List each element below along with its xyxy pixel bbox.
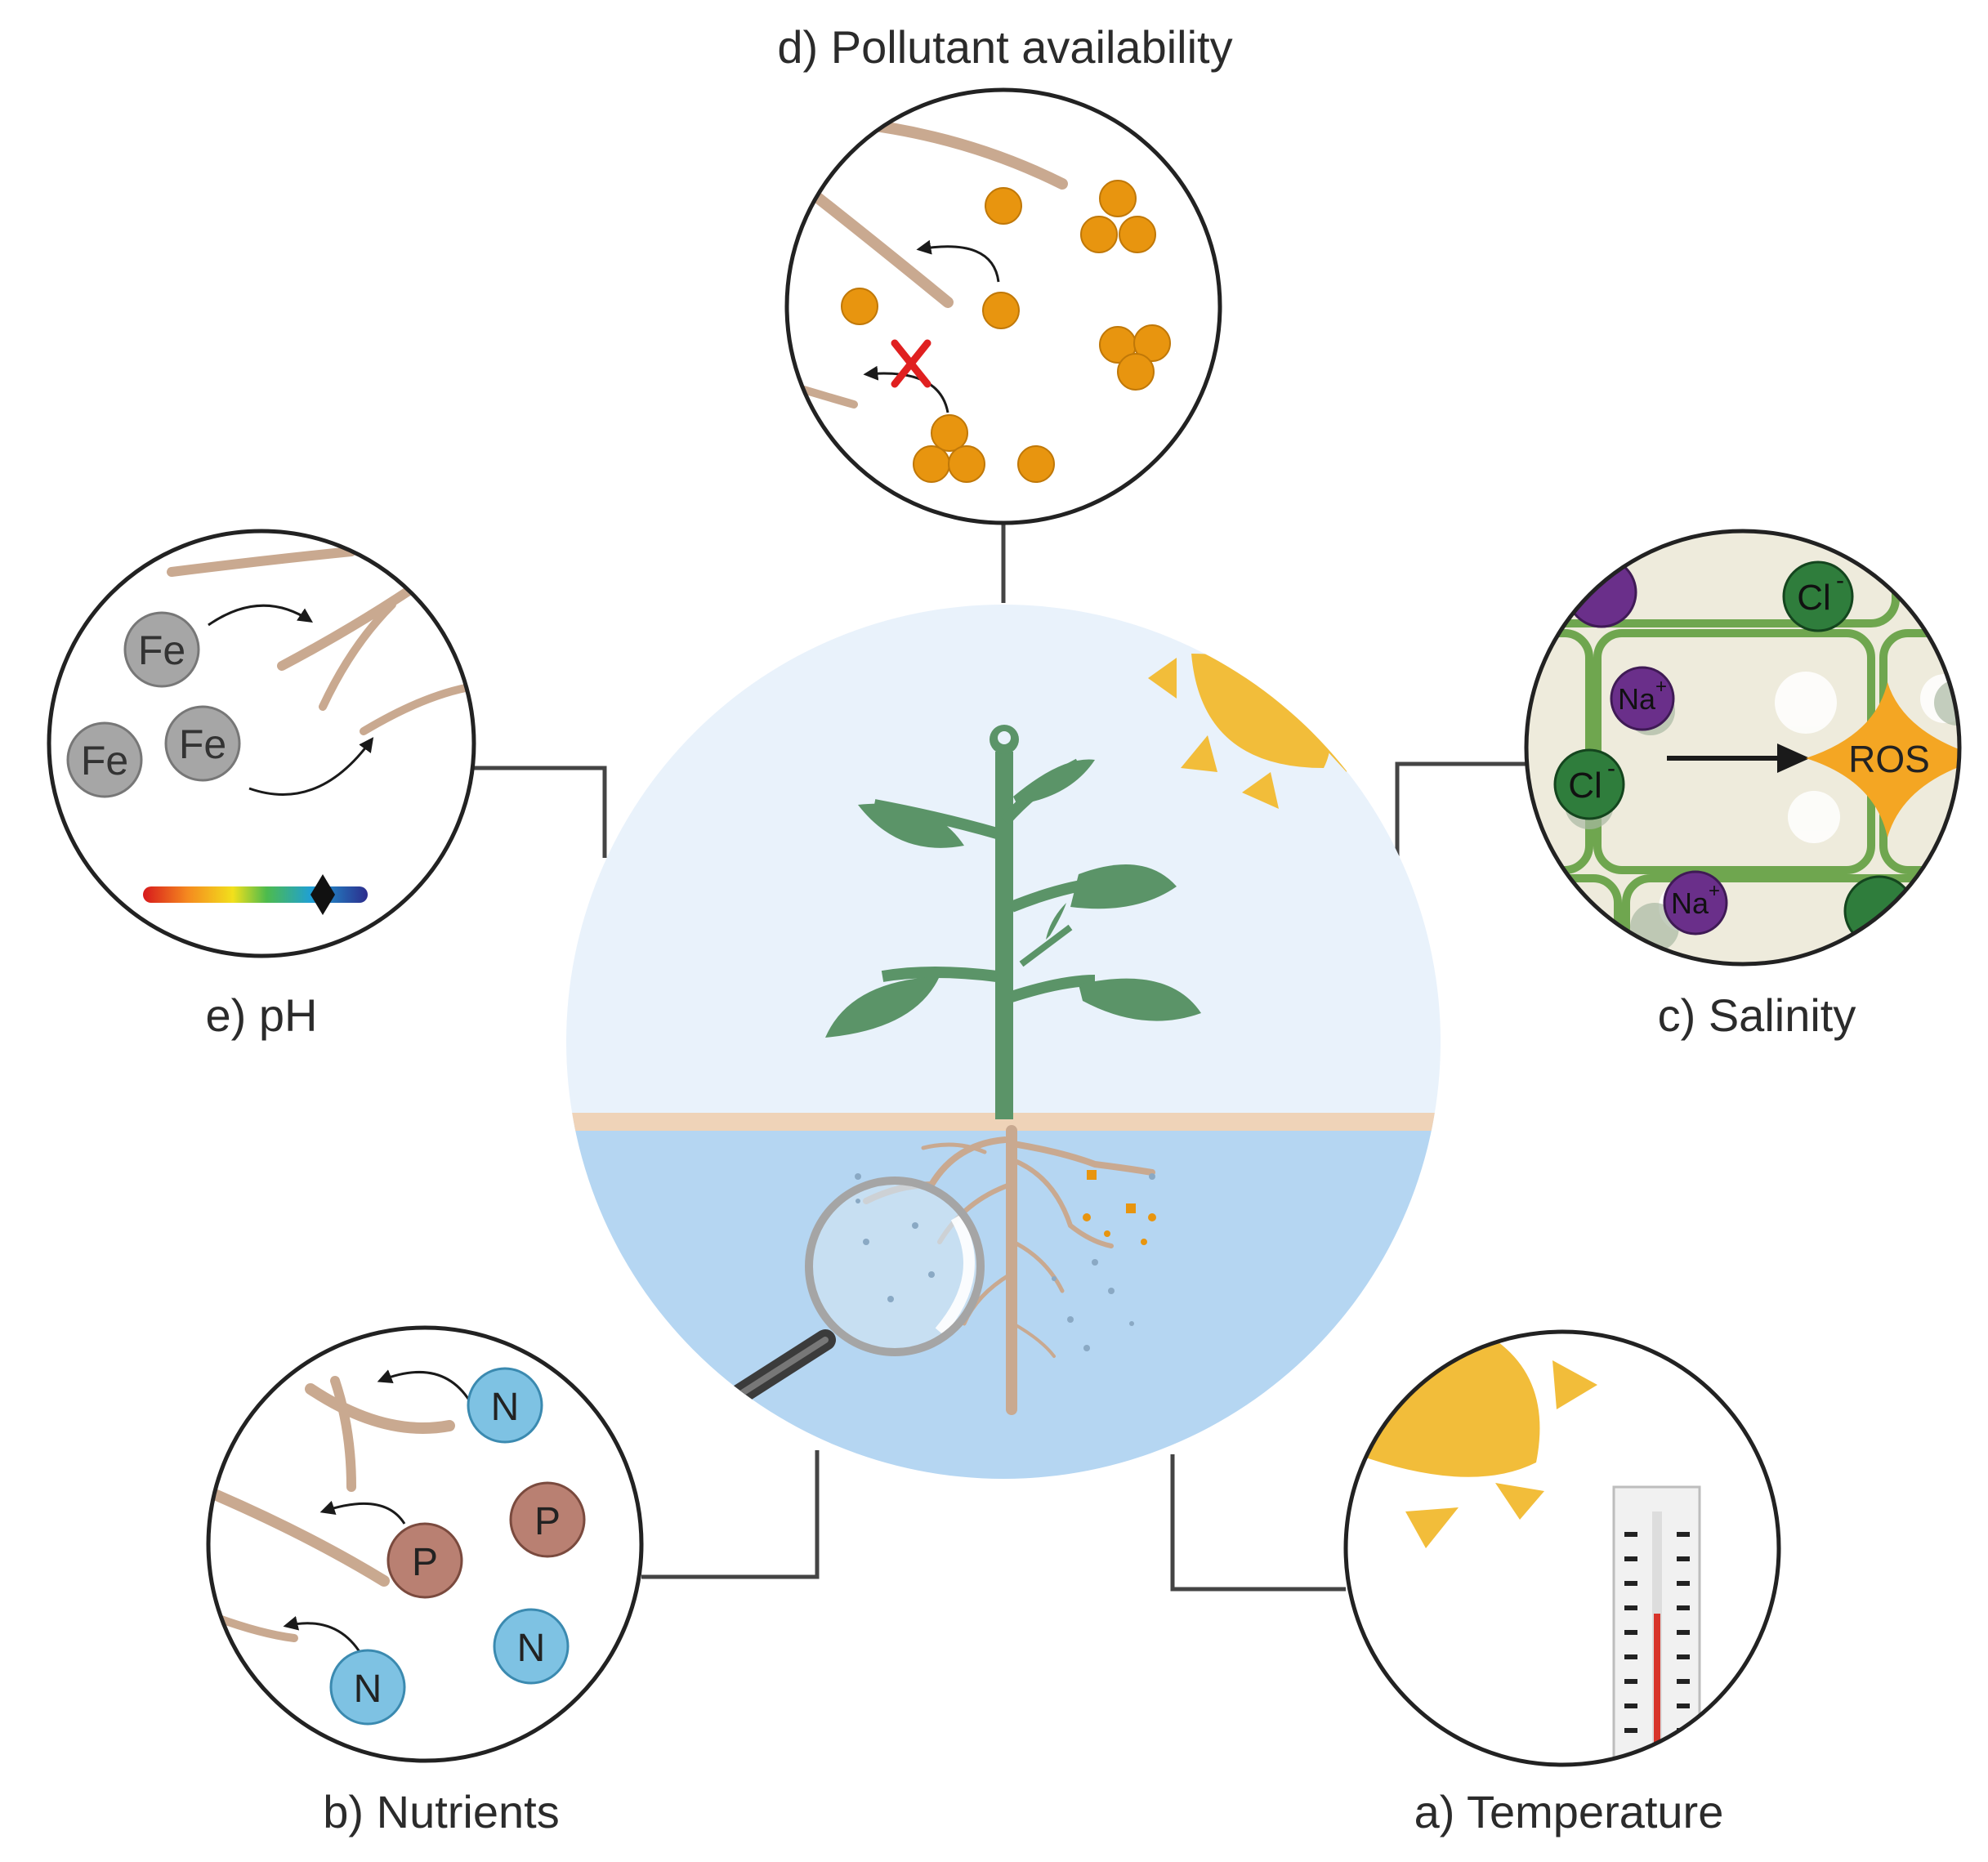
plant-icon [825, 725, 1201, 1119]
fe-ions: Fe Fe Fe [66, 611, 241, 798]
cl-ion-charge: - [1836, 567, 1844, 594]
phosphorus-label: P [412, 1541, 438, 1584]
nitrogen-ions: N N N [329, 1367, 570, 1726]
water-particles [1083, 1170, 1156, 1245]
connector-lines [472, 523, 1526, 1592]
na-ion-charge: + [1709, 880, 1720, 902]
ph-panel: Fe Fe Fe [47, 529, 476, 958]
fe-ion-label: Fe [81, 738, 128, 784]
nitrogen-label: N [517, 1627, 546, 1670]
label-salinity: c) Salinity [1657, 989, 1856, 1041]
pollutant-panel [784, 87, 1222, 525]
water-background [566, 1119, 1441, 1479]
ros-label: ROS [1848, 738, 1930, 780]
fe-ion-label: Fe [179, 721, 226, 767]
connector-c [1395, 761, 1526, 856]
fe-ion-label: Fe [138, 627, 185, 673]
cl-ion-label: Cl [1568, 766, 1602, 806]
sun-icon [1148, 654, 1348, 809]
phosphorus-ions: P P [386, 1481, 586, 1599]
cl-ion-label: Cl [1797, 578, 1831, 618]
cl-ion-charge: - [1607, 755, 1615, 782]
blocked-x-icon [891, 339, 931, 388]
ros-burst-icon: ROS [1806, 682, 1959, 837]
nitrogen-label: N [354, 1668, 382, 1711]
nutrients-panel: N N N P P [206, 1325, 644, 1763]
soil-line [566, 1113, 1441, 1131]
ph-scale-bar [143, 886, 368, 903]
main-scene [566, 605, 1441, 1479]
na-ions: Na + Na + [1566, 556, 1728, 935]
na-ion-label: Na [1671, 886, 1709, 920]
phosphorus-label: P [534, 1500, 561, 1543]
thermometer-icon [1612, 1485, 1701, 1765]
na-ion-label: Na [1618, 682, 1656, 716]
label-nutrients: b) Nutrients [323, 1786, 560, 1837]
connector-e [472, 766, 607, 858]
connector-a [1170, 1454, 1346, 1592]
temperature-panel [1343, 1329, 1781, 1767]
nitrogen-label: N [491, 1386, 520, 1429]
salinity-panel: Na + Na + Cl - Cl - ROS [1524, 529, 1962, 967]
label-ph: e) pH [205, 989, 318, 1041]
na-ion-charge: + [1655, 676, 1667, 698]
label-pollutant-availability: d) Pollutant availability [777, 21, 1233, 73]
water-specks [855, 1173, 1155, 1351]
label-temperature: a) Temperature [1414, 1786, 1724, 1837]
connector-b [641, 1450, 820, 1579]
